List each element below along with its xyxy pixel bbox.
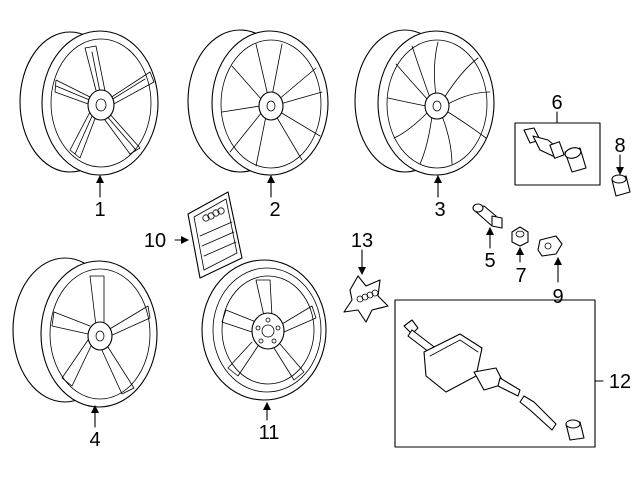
callout-12: 12 [609, 371, 631, 393]
wheel-3-icon [354, 29, 495, 176]
callout-1: 1 [94, 199, 105, 221]
valve-stem-icon [472, 203, 503, 229]
callout-9: 9 [552, 286, 563, 308]
callout-11: 11 [259, 422, 280, 444]
wheel-11-icon [201, 259, 327, 401]
cap-icon [611, 174, 631, 197]
callout-3: 3 [434, 199, 445, 221]
callout-7: 7 [515, 265, 526, 287]
wheel-1-icon [19, 30, 159, 176]
callout-leaders [91, 111, 624, 428]
valve-stem-kit-icon [523, 127, 587, 173]
callout-13: 13 [351, 230, 373, 252]
nut-icon [511, 226, 529, 247]
callout-2: 2 [269, 199, 280, 221]
tpms-sensor-icon [403, 319, 585, 441]
clip-icon [537, 235, 563, 257]
callout-8: 8 [614, 135, 625, 157]
wheel-2-icon [187, 29, 329, 176]
wheel-4-icon [12, 257, 158, 408]
callout-5: 5 [484, 250, 495, 272]
item-12-box [394, 299, 596, 448]
callout-10: 10 [144, 230, 166, 252]
callout-6: 6 [551, 92, 562, 114]
callout-4: 4 [89, 429, 100, 451]
center-cap-icon [343, 275, 389, 323]
decal-icon [187, 191, 243, 279]
